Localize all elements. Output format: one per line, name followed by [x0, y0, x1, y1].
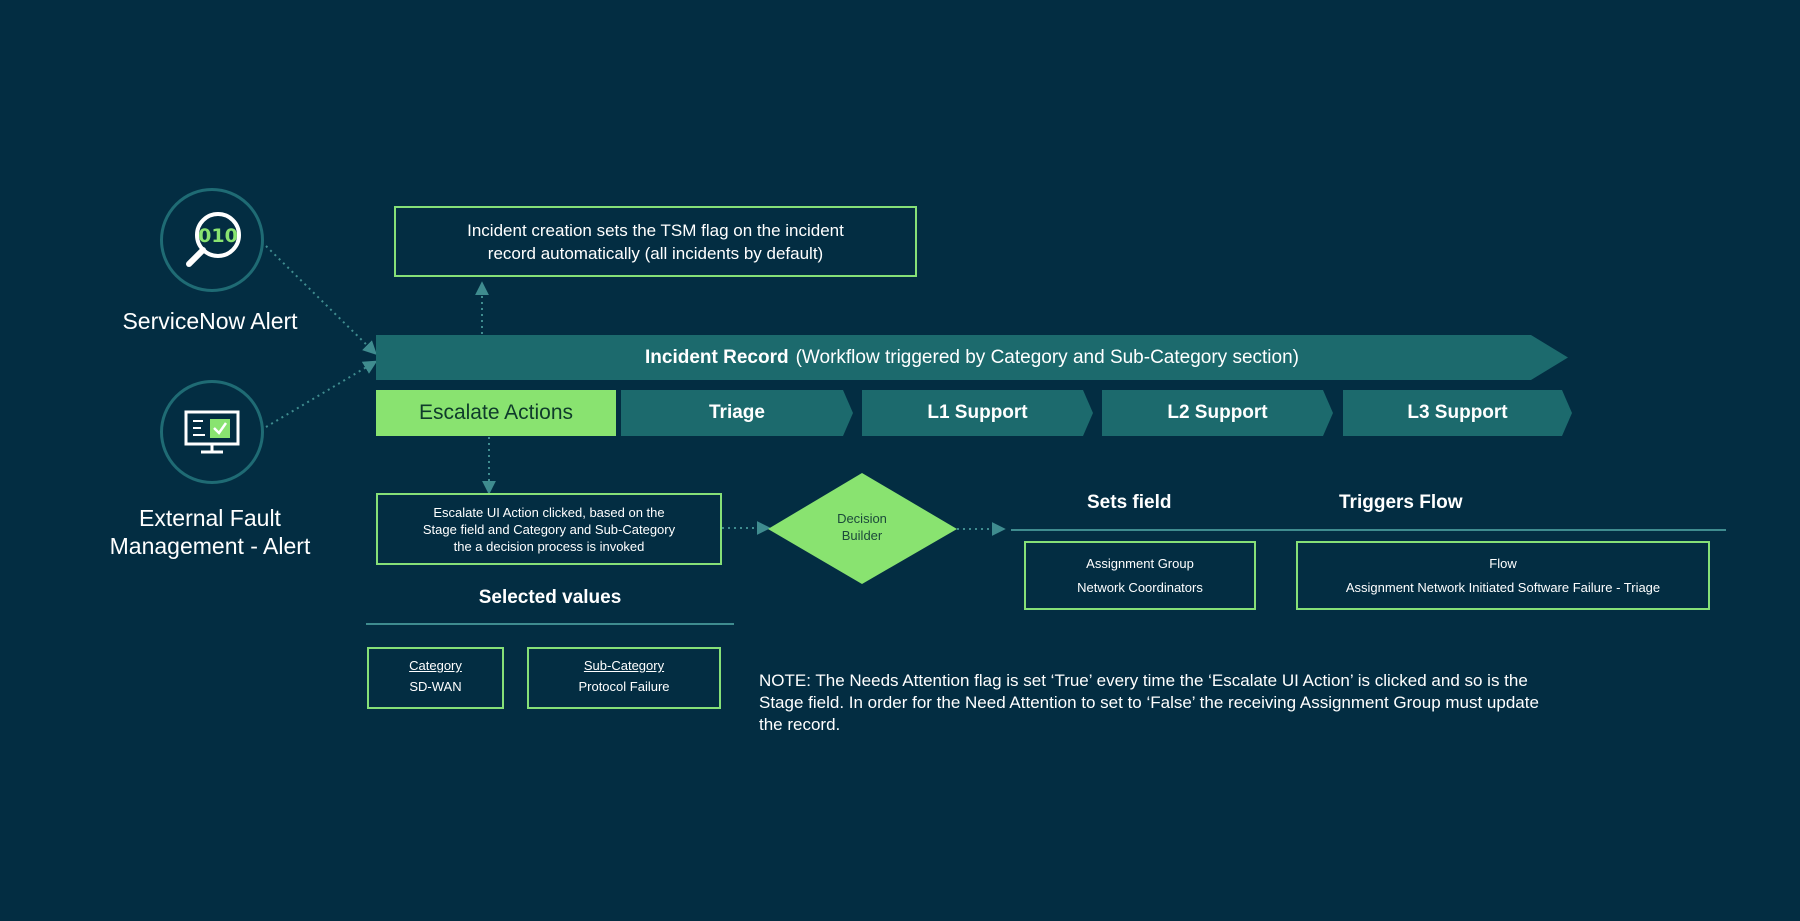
magnifier-binary-icon: 010 — [186, 212, 241, 267]
sets-field-heading: Sets field — [1087, 492, 1172, 513]
category-value: SD-WAN — [409, 679, 462, 694]
servicenow-alert-label: ServiceNow Alert — [122, 308, 298, 334]
sub-category-label: Sub-Category — [583, 658, 665, 673]
external-fault-label-line-1: External Fault — [139, 505, 281, 531]
external-fault-label-line-2: Management - Alert — [109, 533, 311, 559]
tsm-flag-line-1: Incident creation sets the TSM flag on t… — [467, 220, 844, 240]
incident-record-banner: Incident Record (Workflow triggered by C… — [376, 335, 1568, 380]
servicenow-alert-circle: 010 — [160, 188, 264, 292]
assignment-group-value: Network Coordinators — [1077, 579, 1203, 595]
flow-box: Flow Assignment Network Initiated Softwa… — [1296, 541, 1710, 610]
assignment-group-label: Assignment Group — [1086, 555, 1194, 571]
sub-category-value: Protocol Failure — [578, 679, 670, 694]
escalate-action-line-2: Stage field and Category and Sub-Categor… — [422, 521, 676, 537]
stage-l3-support: L3 Support — [1343, 390, 1572, 436]
decision-builder-line-1: Decision — [837, 511, 887, 526]
decision-diamond — [768, 473, 957, 584]
note-line-1: NOTE: The Needs Attention flag is set ‘T… — [759, 671, 1528, 690]
escalate-action-line-1: Escalate UI Action clicked, based on the — [433, 504, 665, 520]
note-line-2: Stage field. In order for the Need Atten… — [759, 693, 1539, 712]
stage-triage: Triage — [621, 390, 853, 436]
external-fault-circle — [160, 380, 264, 484]
decision-builder-line-2: Builder — [841, 528, 883, 543]
selected-values-heading: Selected values — [478, 587, 622, 608]
flow-label: Flow — [1489, 555, 1517, 571]
triggers-flow-heading: Triggers Flow — [1339, 492, 1463, 513]
category-label: Category — [409, 658, 462, 673]
escalate-action-line-3: the a decision process is invoked — [453, 538, 645, 554]
binary-badge: 010 — [198, 225, 238, 247]
tsm-flag-line-2: record automatically (all incidents by d… — [487, 243, 824, 263]
external-fault-label: External Fault Management - Alert — [60, 504, 360, 560]
stage-l2-support: L2 Support — [1102, 390, 1333, 436]
incident-record-title: Incident Record — [645, 346, 789, 368]
servicenow-connector — [265, 245, 377, 355]
monitor-checklist-icon — [184, 410, 240, 454]
incident-record-subtitle: (Workflow triggered by Category and Sub-… — [795, 346, 1299, 368]
stage-escalate-actions: Escalate Actions — [376, 390, 616, 436]
stage-l1-support: L1 Support — [862, 390, 1093, 436]
flow-value: Assignment Network Initiated Software Fa… — [1345, 579, 1661, 595]
needs-attention-note: NOTE: The Needs Attention flag is set ‘T… — [759, 670, 1719, 736]
sub-category-box: Sub-Category Protocol Failure — [527, 647, 721, 709]
note-line-3: the record. — [759, 715, 841, 734]
decision-builder-label: Decision Builder — [802, 510, 922, 544]
external-connector — [265, 360, 378, 428]
category-box: Category SD-WAN — [367, 647, 504, 709]
escalate-action-box: Escalate UI Action clicked, based on the… — [376, 493, 722, 565]
tsm-flag-box: Incident creation sets the TSM flag on t… — [394, 206, 917, 277]
assignment-group-box: Assignment Group Network Coordinators — [1024, 541, 1256, 610]
